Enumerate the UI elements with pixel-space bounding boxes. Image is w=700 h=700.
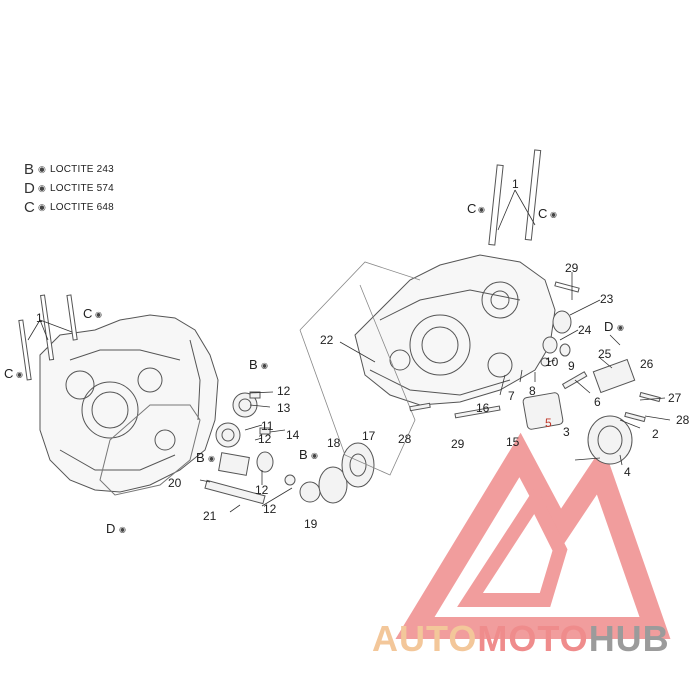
svg-text:◉: ◉ [550, 210, 557, 219]
legend-code: D [24, 180, 35, 197]
loctite-c-marker: C [4, 366, 13, 381]
callout-7: 7 [508, 389, 515, 403]
callout-16: 16 [476, 401, 490, 415]
callout-3: 3 [563, 425, 570, 439]
legend-row-c: C ◉ LOCTITE 648 [24, 198, 114, 217]
legend-text: LOCTITE 243 [50, 164, 114, 175]
callout-13: 13 [277, 401, 291, 415]
drop-icon: ◉ [38, 183, 46, 193]
callout-28: 28 [676, 413, 690, 427]
legend-row-d: D ◉ LOCTITE 574 [24, 179, 114, 198]
callout-14: 14 [286, 428, 300, 442]
watermark-auto: AUTO [372, 618, 478, 659]
loctite-c-marker: C [467, 201, 476, 216]
callout-20: 20 [168, 476, 182, 490]
callout-27: 27 [668, 391, 682, 405]
callout-29: 29 [451, 437, 465, 451]
left-crankcase-half [39, 314, 219, 496]
callout-17: 17 [362, 429, 376, 443]
drop-icon: ◉ [38, 164, 46, 174]
callout-24: 24 [578, 323, 592, 337]
callout-28: 28 [398, 432, 412, 446]
loctite-b-marker: B [249, 357, 258, 372]
callout-22: 22 [320, 333, 334, 347]
loctite-d-marker: D [604, 319, 613, 334]
callout-23: 23 [600, 292, 614, 306]
watermark-text: AUTOMOTOHUB [372, 618, 670, 660]
loctite-b-marker: B [196, 450, 205, 465]
right-crankcase-half [299, 254, 556, 476]
callout-26: 26 [640, 357, 654, 371]
right-small-parts [409, 310, 661, 465]
callout-12: 12 [255, 483, 269, 497]
svg-text:◉: ◉ [119, 525, 126, 534]
loctite-d-marker: D [106, 521, 115, 536]
drop-icon: ◉ [38, 202, 46, 212]
legend-text: LOCTITE 648 [50, 202, 114, 213]
leader-lines [27, 189, 671, 513]
watermark-logo-icon [395, 432, 671, 639]
loctite-c-marker: C [83, 306, 92, 321]
legend-code: C [24, 199, 35, 216]
callout-18: 18 [327, 436, 341, 450]
callout-1: 1 [512, 177, 519, 191]
callout-9: 9 [568, 359, 575, 373]
callout-25: 25 [598, 347, 612, 361]
svg-text:◉: ◉ [311, 451, 318, 460]
svg-text:◉: ◉ [208, 454, 215, 463]
left-studs [18, 294, 78, 381]
svg-text:◉: ◉ [261, 361, 268, 370]
svg-text:◉: ◉ [95, 310, 102, 319]
callout-12: 12 [258, 432, 272, 446]
callout-21: 21 [203, 509, 217, 523]
callout-4: 4 [624, 465, 631, 479]
callout-8: 8 [529, 384, 536, 398]
loctite-c-marker: C [538, 206, 547, 221]
legend-row-b: B ◉ LOCTITE 243 [24, 160, 114, 179]
svg-text:◉: ◉ [478, 205, 485, 214]
callout-12: 12 [277, 384, 291, 398]
callout-10: 10 [545, 355, 559, 369]
svg-text:◉: ◉ [617, 323, 624, 332]
svg-text:◉: ◉ [16, 370, 23, 379]
callout-29: 29 [565, 261, 579, 275]
left-small-parts [204, 391, 375, 505]
loctite-b-marker: B [299, 447, 308, 462]
legend-text: LOCTITE 574 [50, 183, 114, 194]
callout-15: 15 [506, 435, 520, 449]
loctite-markers: C ◉ C ◉ C ◉ C ◉ B ◉ B ◉ B ◉ D ◉ D ◉ [4, 201, 624, 536]
callout-19: 19 [304, 517, 318, 531]
watermark-hub: HUB [588, 618, 670, 659]
callout-11: 11 [261, 419, 274, 433]
watermark-moto: MOTO [477, 618, 589, 659]
callout-6: 6 [594, 395, 601, 409]
loctite-legend: B ◉ LOCTITE 243 D ◉ LOCTITE 574 C ◉ LOCT… [24, 160, 114, 217]
callout-numbers: 1 1 2 3 4 5 6 7 8 9 10 11 12 12 12 12 13… [36, 177, 690, 531]
right-studs [488, 149, 580, 293]
callout-5: 5 [545, 416, 552, 430]
callout-12: 12 [263, 502, 277, 516]
callout-1: 1 [36, 311, 43, 325]
legend-code: B [24, 161, 35, 178]
callout-2: 2 [652, 427, 659, 441]
